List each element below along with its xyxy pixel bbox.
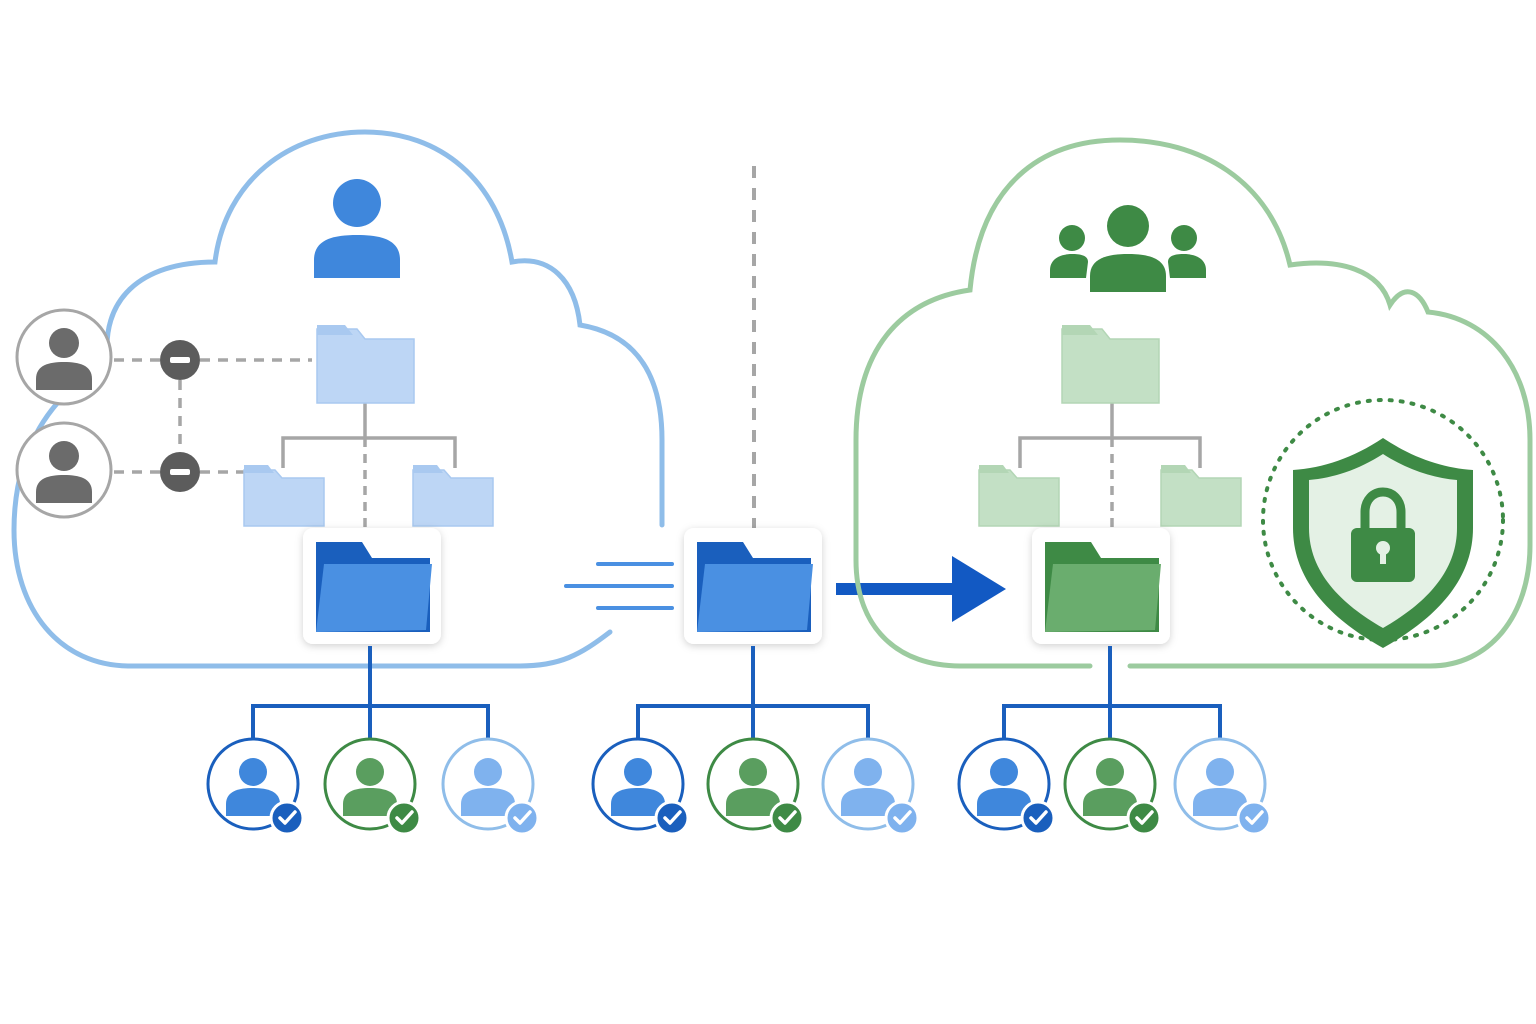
permission-group-destination <box>957 646 1272 836</box>
check-icon <box>1126 800 1162 836</box>
user-icon <box>36 328 92 390</box>
check-icon <box>504 800 540 836</box>
permitted-user-green <box>323 737 422 836</box>
user-icon <box>343 758 397 816</box>
folder-icon <box>697 542 813 632</box>
folder-icon <box>316 325 415 404</box>
permission-group-source <box>206 646 540 836</box>
source-cloud <box>11 129 665 669</box>
permitted-user-light-blue <box>441 737 540 836</box>
check-icon <box>769 800 805 836</box>
transit-folder <box>684 528 822 644</box>
permission-tree-lines <box>636 646 870 740</box>
permission-group-transit <box>591 646 920 836</box>
user-icon <box>1193 758 1247 816</box>
folder-icon <box>1045 542 1161 632</box>
check-icon <box>386 800 422 836</box>
arrow-right-icon <box>836 556 1006 622</box>
user-icon <box>841 758 895 816</box>
check-icon <box>269 800 305 836</box>
source-cloud-outline <box>11 129 665 669</box>
revoked-user-2 <box>15 421 113 519</box>
permitted-user-blue <box>206 737 305 836</box>
permitted-user-light-blue <box>1173 737 1272 836</box>
revoked-connections <box>114 358 312 474</box>
source-tree-lines <box>281 403 457 530</box>
minus-icon <box>160 452 200 492</box>
destination-tree-lines <box>1018 403 1202 530</box>
minus-icon <box>160 340 200 380</box>
source-selected-folder <box>303 528 441 644</box>
check-icon <box>1236 800 1272 836</box>
user-icon <box>1083 758 1137 816</box>
folder-icon <box>243 465 325 527</box>
permitted-user-blue <box>591 737 690 836</box>
permitted-user-blue <box>957 737 1056 836</box>
user-icon <box>726 758 780 816</box>
user-icon <box>226 758 280 816</box>
folder-icon <box>316 542 432 632</box>
motion-lines <box>564 562 674 610</box>
folder-icon <box>978 465 1060 527</box>
folder-icon <box>412 465 494 527</box>
transit <box>564 166 1006 644</box>
destination-cloud-outline <box>853 137 1533 669</box>
check-icon <box>1020 800 1056 836</box>
revoked-user-1 <box>15 308 113 406</box>
permission-tree-lines <box>251 646 490 740</box>
user-icon <box>461 758 515 816</box>
destination-selected-folder <box>1032 528 1170 644</box>
permitted-user-light-blue <box>821 737 920 836</box>
permitted-user-green <box>1063 737 1162 836</box>
check-icon <box>654 800 690 836</box>
shield-lock-icon <box>1261 398 1505 648</box>
folder-icon <box>1061 325 1160 404</box>
permission-tree-lines <box>1002 646 1222 740</box>
user-icon <box>977 758 1031 816</box>
group-icon <box>1050 205 1206 292</box>
folder-icon <box>1160 465 1242 527</box>
permission-groups <box>206 646 1272 836</box>
owner-user-icon <box>314 179 400 278</box>
destination-cloud <box>853 137 1533 669</box>
user-icon <box>611 758 665 816</box>
permitted-user-green <box>706 737 805 836</box>
user-icon <box>36 441 92 503</box>
check-icon <box>884 800 920 836</box>
